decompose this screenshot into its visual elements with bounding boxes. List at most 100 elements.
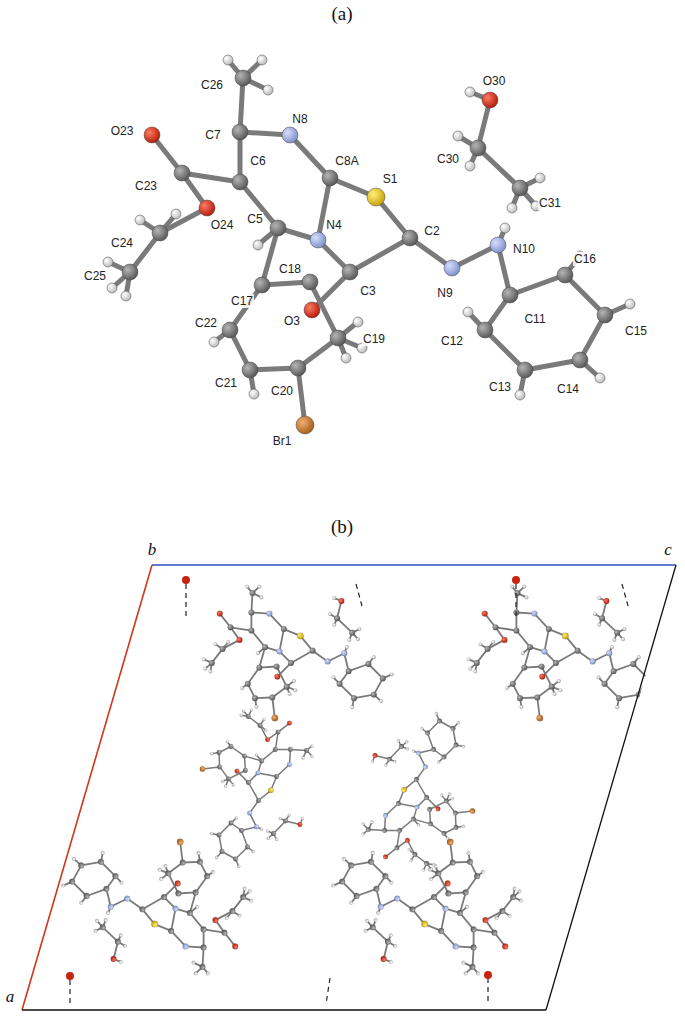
atom-sphere [438,928,444,934]
atom-sphere [471,927,477,933]
atom-sphere [637,655,641,659]
atom-sphere [183,944,189,950]
atom-sphere [362,822,365,825]
bond-stick [485,330,525,370]
atom-sphere [273,747,278,752]
atom-sphere [354,893,360,899]
atom-sphere [121,291,131,301]
atom-sphere [382,828,387,833]
atom-sphere [165,870,171,876]
atom-sphere [411,817,416,822]
atom-sphere [422,869,425,872]
atom-sphere [397,739,400,742]
atom-sphere [267,611,273,617]
atom-sphere [349,901,353,905]
atom-label: C7 [204,128,221,142]
atom-sphere [277,649,283,655]
label-anchor: C2 [423,221,440,239]
atom-sphere [229,821,234,826]
atom-sphere [559,688,563,692]
label-anchor: N4 [325,215,342,233]
atom-label: C22 [194,316,218,330]
atom-sphere [341,650,347,656]
atom-sphere [206,972,210,976]
bond-stick [337,618,352,632]
bond-stick [350,238,410,272]
atom-sphere [243,887,247,891]
bond-stick [277,765,290,777]
atom-sphere [542,649,548,655]
bond-stick [219,835,222,852]
atom-sphere [214,642,218,646]
atom-sphere [420,727,423,730]
atom-sphere [644,699,648,703]
atom-sphere [470,808,475,813]
label-anchor: C5 [246,209,263,227]
axis-label: c [663,540,673,559]
atom-sphere [249,610,255,616]
atom-sphere [140,906,146,912]
bond-stick [240,182,278,228]
bond-stick [231,627,252,630]
atom-sphere [115,939,121,945]
bond-stick [236,847,248,859]
atom-sphere [101,851,105,855]
atom-sphere [655,673,659,677]
atom-sphere [384,764,387,767]
atom-sphere [351,695,357,701]
atom-sphere [201,927,207,933]
atom-sphere [625,299,635,309]
bond-stick [182,173,240,182]
atom-sphere [454,825,459,830]
atom-sphere [367,188,385,206]
atom-sphere [467,658,471,662]
atom-label: C20 [270,384,294,398]
atom-sphere [250,590,256,596]
atom-sphere [108,904,114,910]
atom-sphere [371,760,374,763]
bond-stick [291,651,313,663]
label-anchor: a [5,988,16,1007]
label-anchor: C19 [362,329,386,347]
atom-sphere [373,753,378,758]
atom-sphere [151,921,157,927]
atom-sphere [330,330,346,346]
atom-sphere [257,55,267,65]
bond-stick [496,627,517,630]
atom-sphere [502,637,508,643]
atom-sphere [406,747,409,750]
atom-sphere [229,744,234,749]
bond-stick [525,360,580,370]
bond-stick [357,889,377,896]
label-anchor: C7 [204,125,221,143]
atom-sphere [123,944,127,948]
label-anchor: N10 [512,239,536,257]
atom-sphere [311,744,314,747]
atom-sphere [437,761,440,764]
atom-sphere [152,225,168,241]
atom-sphere [515,390,525,400]
atom-sphere [237,865,240,868]
atom-sphere [346,668,352,674]
atom-label: C23 [134,179,158,193]
atom-label: C30 [436,152,460,166]
atom-sphere [431,894,437,900]
atom-sphere [204,667,208,671]
atom-sphere [209,660,215,666]
atom-sphere [575,648,581,654]
molecule-copy [202,585,394,721]
bond-stick [428,733,434,750]
atom-sphere [537,715,543,721]
atom-sphere [310,648,316,654]
label-anchor: (a) [330,4,353,25]
atom-sphere [397,828,402,833]
atom-sphere [262,644,268,650]
atom-sphere [195,905,199,909]
atom-sphere [416,751,421,756]
atom-sphere [304,748,309,753]
atom-sphere [454,743,459,748]
atom-sphere [374,886,380,892]
atom-sphere [353,317,363,327]
atom-sphere [553,660,559,666]
atom-sphere [450,860,456,866]
